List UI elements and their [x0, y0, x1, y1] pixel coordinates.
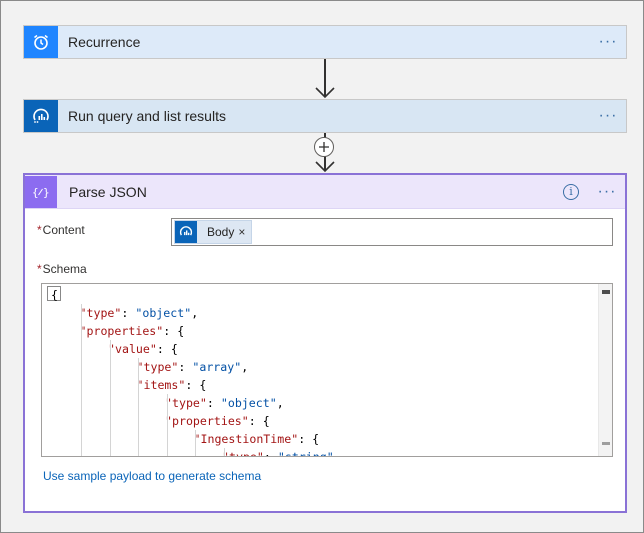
code-token: "type" — [136, 360, 179, 374]
editor-cursor — [47, 286, 61, 301]
braces-icon: { } — [25, 175, 57, 208]
code-line: "value": { — [108, 340, 178, 358]
connector-arrow-icon — [315, 87, 335, 99]
body-token-label: Body — [207, 225, 235, 239]
schema-code-editor[interactable]: {"type": "object","properties": {"value"… — [41, 283, 613, 457]
run-query-step-title: Run query and list results — [68, 108, 226, 124]
log-analytics-icon — [175, 221, 197, 243]
scrollbar-thumb[interactable] — [602, 290, 610, 294]
recurrence-more-button[interactable]: ··· — [598, 33, 618, 50]
code-token: : { — [156, 342, 178, 356]
code-token: "object" — [135, 306, 192, 320]
scrollbar-bottom-marker — [602, 442, 610, 445]
code-line: "type": "object", — [165, 394, 284, 412]
connector-line — [324, 59, 326, 97]
code-token: "string" — [277, 450, 334, 457]
code-token: : — [263, 450, 278, 457]
indent-guide — [166, 394, 168, 456]
indent-guide — [81, 304, 82, 456]
code-line: "type": "array", — [137, 358, 249, 376]
code-token: , — [191, 306, 199, 320]
code-token: , — [276, 396, 284, 410]
indent-guide — [138, 358, 139, 456]
code-token: "type" — [165, 396, 207, 410]
connector-arrow-icon — [315, 161, 335, 173]
parse-json-more-button[interactable]: ··· — [597, 182, 617, 200]
code-line: "properties": { — [165, 412, 270, 430]
code-token: "items" — [136, 378, 186, 392]
svg-text:{: { — [32, 186, 39, 199]
indent-guide — [109, 340, 111, 456]
body-token[interactable]: Body × — [174, 220, 253, 244]
editor-scrollbar[interactable] — [598, 284, 612, 456]
recurrence-step-card[interactable]: Recurrence ··· — [23, 25, 627, 59]
plus-icon — [319, 142, 329, 152]
insert-step-button[interactable] — [314, 137, 334, 157]
indent-guide — [195, 430, 196, 456]
run-query-more-button[interactable]: ··· — [598, 107, 618, 124]
code-line: "type": "string" — [222, 448, 334, 457]
code-token: "value" — [108, 342, 157, 356]
code-token: : { — [248, 414, 270, 428]
alarm-clock-icon — [24, 26, 58, 58]
code-token: "type" — [79, 306, 122, 320]
code-token: "array" — [192, 360, 242, 374]
content-label: *Content — [37, 223, 85, 237]
parse-json-header[interactable]: { } Parse JSON i ··· — [25, 175, 625, 209]
generate-schema-link[interactable]: Use sample payload to generate schema — [43, 469, 262, 483]
code-token: { — [51, 288, 58, 302]
remove-token-button[interactable]: × — [238, 225, 246, 239]
code-token: : — [121, 306, 136, 320]
code-token: "properties" — [165, 414, 249, 428]
parse-json-step-title: Parse JSON — [69, 183, 147, 200]
recurrence-step-title: Recurrence — [68, 34, 141, 50]
run-query-step-card[interactable]: Run query and list results ··· — [23, 99, 627, 133]
code-token: : { — [298, 432, 320, 446]
code-line: "type": "object", — [80, 304, 199, 322]
code-token: : { — [163, 324, 185, 338]
schema-label: *Schema — [37, 262, 87, 276]
indent-guide — [223, 448, 225, 456]
code-token: "properties" — [79, 324, 164, 338]
code-line: "properties": { — [80, 322, 185, 340]
code-token: : — [178, 360, 193, 374]
code-token: "object" — [220, 396, 277, 410]
content-input[interactable]: Body × — [171, 218, 613, 246]
svg-text:}: } — [43, 186, 50, 199]
code-token: , — [241, 360, 249, 374]
info-icon[interactable]: i — [563, 183, 579, 200]
code-line: "IngestionTime": { — [194, 430, 320, 448]
code-line: "items": { — [137, 376, 207, 394]
code-token: "IngestionTime" — [193, 432, 299, 446]
code-token: "type" — [222, 450, 264, 457]
code-line: { — [51, 286, 58, 304]
code-token: : — [206, 396, 221, 410]
parse-json-step-card: { } Parse JSON i ··· *Content Body × — [23, 173, 627, 513]
log-analytics-icon — [24, 100, 58, 132]
code-token: : { — [185, 378, 207, 392]
